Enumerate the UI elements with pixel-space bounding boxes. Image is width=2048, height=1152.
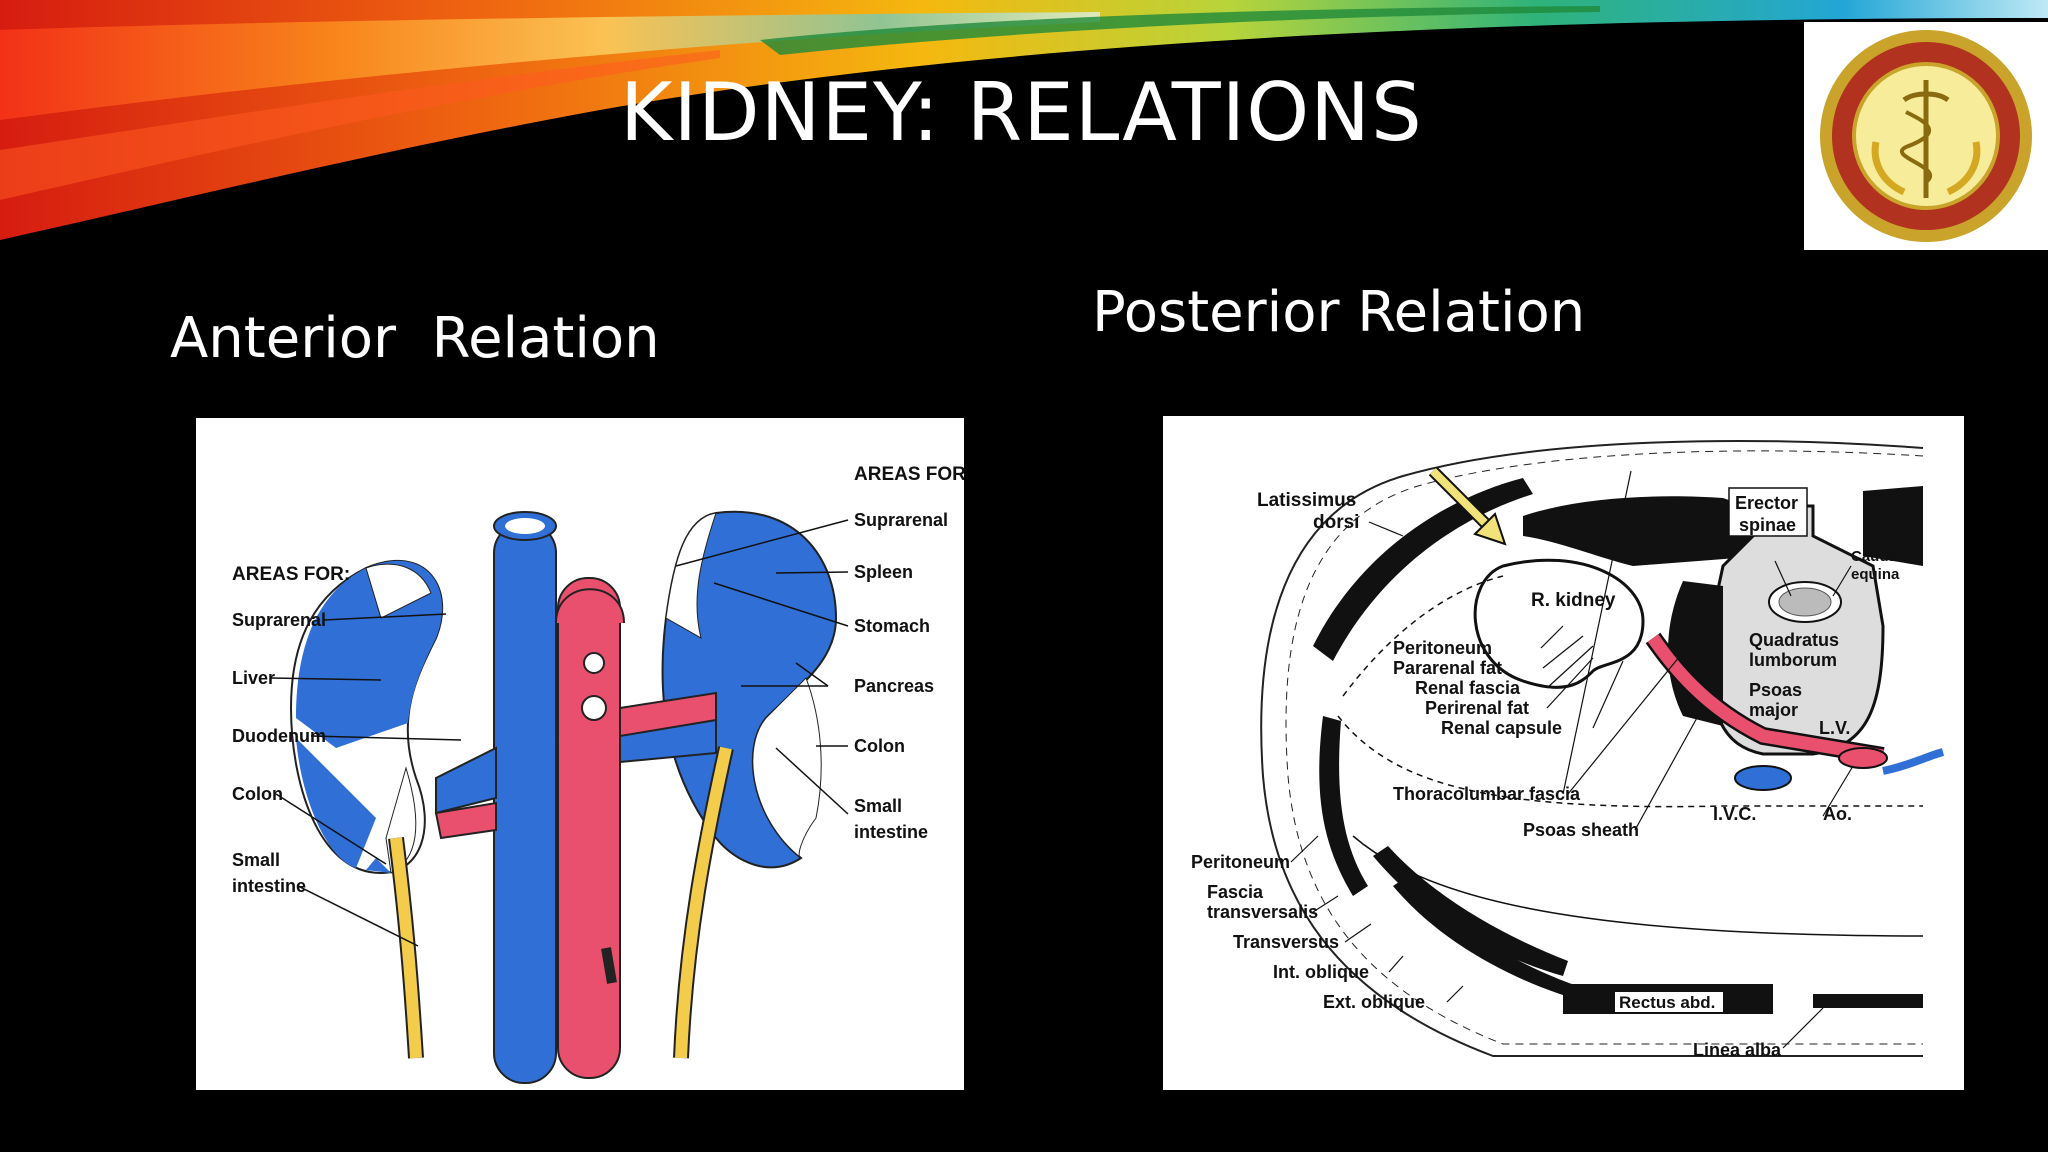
label-ivc: I.V.C. (1713, 804, 1756, 824)
label-spleen: Spleen (854, 562, 913, 582)
label-perirenal-fat: Perirenal fat (1425, 698, 1529, 718)
label-peritoneum-lower: Peritoneum (1191, 852, 1290, 872)
label-psoas: Psoas (1749, 680, 1802, 700)
rainbow-banner (0, 0, 2048, 240)
left-leader-lines (270, 613, 462, 947)
label-transversus: Transversus (1233, 932, 1339, 952)
left-kidney-diagram (661, 510, 838, 869)
label-rectus-abd: Rectus abd. (1619, 993, 1715, 1012)
label-ao: Ao. (1823, 804, 1852, 824)
label-colon-right: Colon (854, 736, 905, 756)
posterior-relation-figure: Latissimus dorsi Erector spinae Cauda eq… (1163, 416, 1964, 1090)
label-int-oblique: Int. oblique (1273, 962, 1369, 982)
label-transversalis: transversalis (1207, 902, 1318, 922)
slide-title: KIDNEY: RELATIONS (620, 66, 1423, 159)
aiims-seal-icon (1820, 30, 2032, 242)
right-leader-lines (675, 519, 849, 815)
posterior-relation-heading: Posterior Relation (1092, 280, 1586, 345)
label-lv: L.V. (1819, 718, 1850, 738)
right-kidney-diagram (289, 559, 444, 875)
ivc-vessel (1734, 765, 1792, 791)
label-pararenal-fat: Pararenal fat (1393, 658, 1502, 678)
label-spinae: spinae (1739, 515, 1796, 535)
posterior-leader-lines (1290, 470, 1854, 1049)
kidney-cross-section (1473, 558, 1645, 689)
erector-spinae-muscle (1523, 496, 1763, 566)
label-latissimus: Latissimus (1257, 490, 1356, 511)
label-duodenum: Duodenum (232, 726, 326, 746)
label-dorsi: dorsi (1313, 512, 1359, 533)
label-peritoneum-upper: Peritoneum (1393, 638, 1492, 658)
anterior-relation-heading: Anterior Relation (170, 306, 660, 371)
label-ext-oblique: Ext. oblique (1323, 992, 1425, 1012)
label-stomach: Stomach (854, 616, 930, 636)
label-lumborum: lumborum (1749, 650, 1837, 670)
aorta (434, 577, 717, 1079)
label-erector: Erector (1735, 493, 1798, 513)
label-renal-fascia: Renal fascia (1415, 678, 1521, 698)
label-suprarenal-right: Suprarenal (854, 510, 948, 530)
label-r-kidney: R. kidney (1531, 590, 1616, 611)
label-pancreas: Pancreas (854, 676, 934, 696)
areas-for-heading-right: AREAS FOR: (854, 464, 964, 485)
label-major: major (1749, 700, 1798, 720)
label-small-left: Small (232, 850, 280, 870)
label-renal-capsule: Renal capsule (1441, 718, 1562, 738)
label-thoracolumbar-fascia: Thoracolumbar fascia (1393, 784, 1581, 804)
anterior-relation-figure: AREAS FOR: Suprarenal Liver Duodenum Col… (196, 418, 964, 1090)
label-equina: equina (1851, 566, 1900, 583)
latissimus-dorsi-muscle (1313, 478, 1533, 661)
label-quadratus: Quadratus (1749, 630, 1839, 650)
label-fascia: Fascia (1207, 882, 1264, 902)
abdominal-wall-muscles (1319, 716, 1368, 896)
label-suprarenal-left: Suprarenal (232, 610, 326, 630)
label-small-right: Small (854, 796, 902, 816)
areas-for-heading-left: AREAS FOR: (232, 564, 350, 585)
label-liver: Liver (232, 668, 275, 688)
label-intestine-left: intestine (232, 876, 306, 896)
label-colon-left: Colon (232, 784, 283, 804)
label-intestine-right: intestine (854, 822, 928, 842)
label-linea-alba: Linea alba (1693, 1040, 1782, 1060)
label-cauda: Cauda (1851, 548, 1898, 565)
label-psoas-sheath: Psoas sheath (1523, 820, 1639, 840)
institution-logo (1804, 22, 2048, 250)
